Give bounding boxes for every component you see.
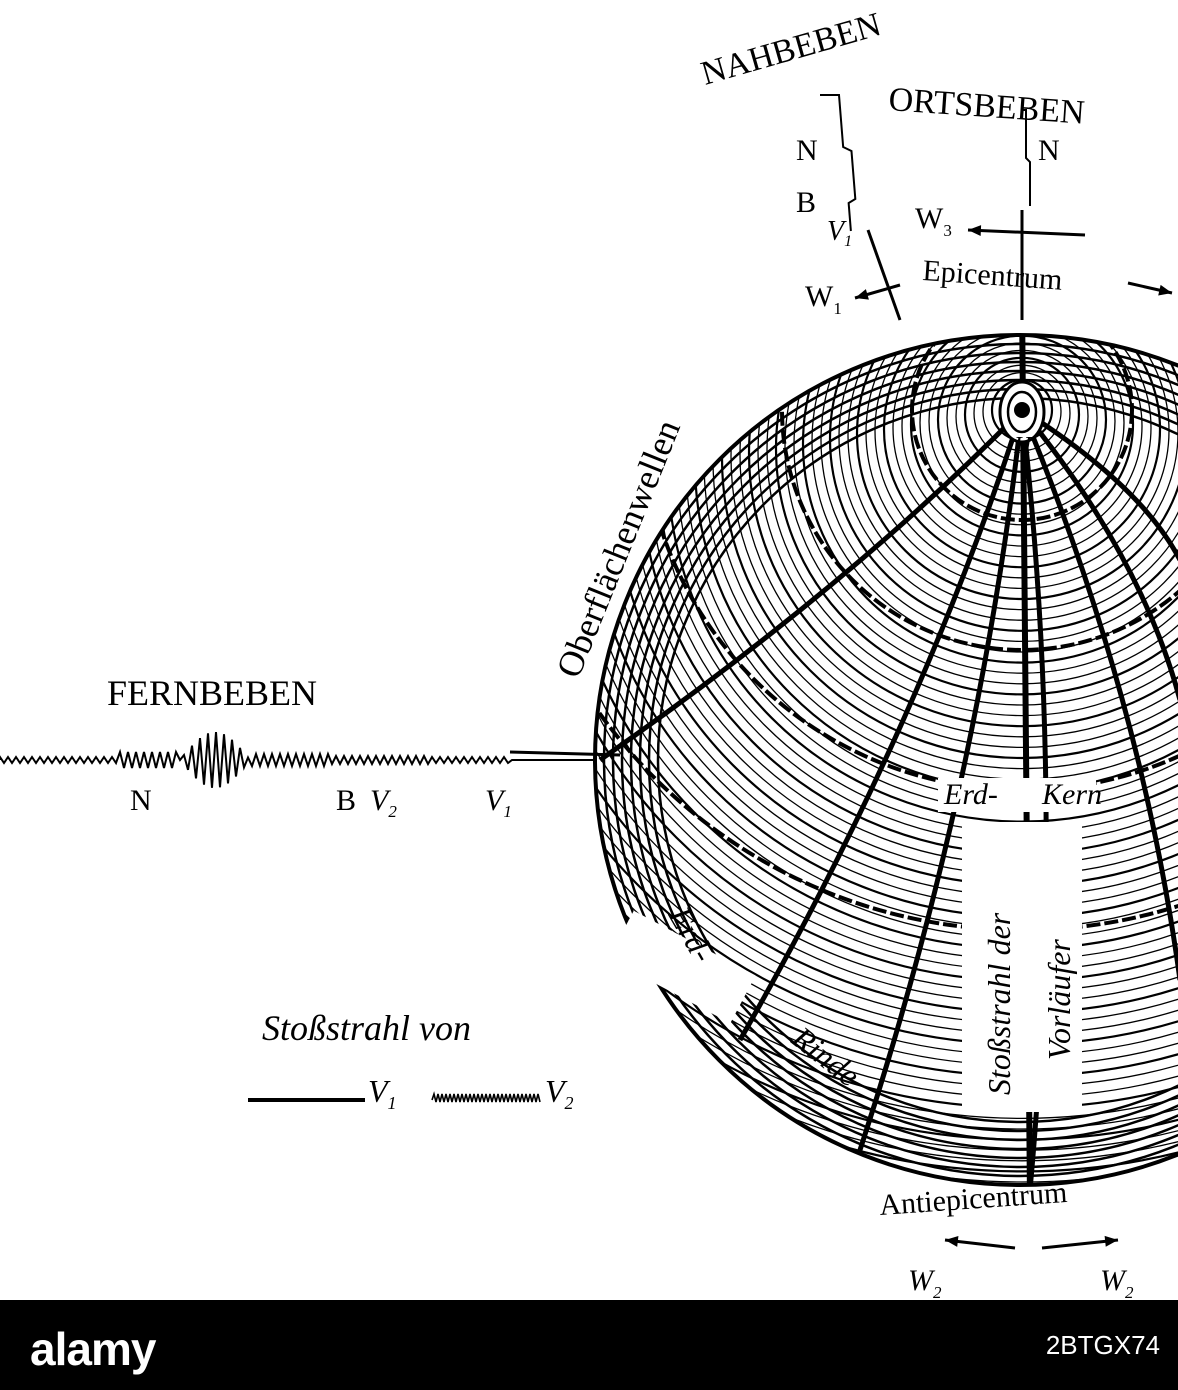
wave-ring bbox=[757, 335, 1178, 717]
wave-ring bbox=[784, 335, 1178, 685]
nahbeben-v1-label: V1 bbox=[827, 216, 852, 250]
fernbeben-ray bbox=[509, 750, 621, 757]
wave-ring bbox=[595, 335, 1178, 1120]
wave-ring bbox=[774, 335, 1178, 696]
hypocenter-dot bbox=[1014, 402, 1030, 418]
seismic-ray bbox=[1019, 409, 1178, 981]
w2-right-label: W2 bbox=[1100, 1264, 1134, 1300]
nahbeben-seismogram bbox=[820, 94, 857, 232]
wave-ring bbox=[595, 335, 1178, 1183]
seismic-wave-diagram: NAHBEBEN ORTSBEBEN N B V1 W1 N W3 Epicen… bbox=[0, 6, 1178, 1300]
wave-ring bbox=[739, 335, 1178, 738]
wave-ring bbox=[801, 335, 1178, 664]
nahbeben-label: NAHBEBEN bbox=[697, 6, 885, 93]
nahbeben-b-label: B bbox=[796, 186, 816, 219]
ortsbeben-label: ORTSBEBEN bbox=[887, 81, 1085, 132]
fernbeben-v2-label: V2 bbox=[370, 784, 397, 821]
seismic-ray bbox=[598, 408, 1024, 763]
fernbeben-seismogram bbox=[0, 731, 596, 788]
wave-ring bbox=[595, 335, 1178, 1162]
image-id-text: 2BTGX74 bbox=[1045, 1330, 1160, 1360]
wave-ring bbox=[793, 335, 1178, 674]
ortsbeben-n-label: N bbox=[1038, 134, 1060, 167]
w1-label: W1 bbox=[805, 280, 842, 318]
w3-label: W3 bbox=[915, 202, 952, 240]
hypocenter-label: H bbox=[1013, 433, 1033, 459]
fernbeben-v1-label: V1 bbox=[485, 784, 512, 821]
nahbeben-ray bbox=[866, 229, 902, 321]
w1-arrow-head bbox=[855, 289, 869, 300]
legend-v1-label: V1 bbox=[368, 1073, 397, 1113]
alamy-logo: alamy bbox=[30, 1322, 156, 1376]
stossstrahl-der-label: Stoßstrahl der bbox=[981, 912, 1017, 1095]
w2-left-label: W2 bbox=[908, 1264, 942, 1300]
wave-ring bbox=[747, 335, 1178, 728]
seismic-ray bbox=[1020, 407, 1178, 562]
antiepicentrum-label: Antiepicentrum bbox=[878, 1176, 1068, 1222]
logo-text: alamy bbox=[30, 1323, 156, 1375]
epicentrum-arrow-head bbox=[1158, 284, 1172, 296]
legend-v2-zigzag bbox=[431, 1091, 541, 1103]
fernbeben-b-label: B bbox=[336, 784, 356, 817]
footer-bar: alamy 2BTGX74 bbox=[0, 1300, 1178, 1390]
erd-kern-label-1: Erd- bbox=[943, 778, 998, 811]
wave-ring bbox=[730, 335, 1178, 749]
w3-arrow-line bbox=[967, 228, 1086, 237]
fernbeben-n-label: N bbox=[130, 784, 152, 817]
erd-rinde-backdrop-1 bbox=[608, 910, 756, 1024]
w3-arrow-head bbox=[968, 225, 982, 236]
seismic-ray bbox=[737, 409, 1025, 1042]
wave-ring bbox=[766, 335, 1178, 706]
w2-left-arrow-head bbox=[945, 1236, 959, 1247]
wave-ring bbox=[595, 335, 1178, 1173]
seismic-ray bbox=[1020, 408, 1178, 701]
vorlaeufer-label: Vorläufer bbox=[1041, 939, 1077, 1060]
nahbeben-n-label: N bbox=[796, 134, 818, 167]
epicentrum-label: Epicentrum bbox=[922, 254, 1064, 297]
legend-v2-label: V2 bbox=[545, 1073, 574, 1113]
wave-ring bbox=[595, 335, 1178, 1130]
legend-title: Stoßstrahl von bbox=[262, 1008, 471, 1048]
ortsbeben-seismogram bbox=[1022, 109, 1031, 206]
fernbeben-label: FERNBEBEN bbox=[107, 673, 317, 713]
erd-kern-label-2: Kern bbox=[1041, 778, 1102, 811]
kern-label-backdrop bbox=[938, 778, 1096, 812]
stossstrahl-label-backdrop bbox=[962, 822, 1082, 1112]
wave-ring bbox=[820, 335, 1178, 643]
w2-right-arrow-head bbox=[1104, 1235, 1118, 1247]
